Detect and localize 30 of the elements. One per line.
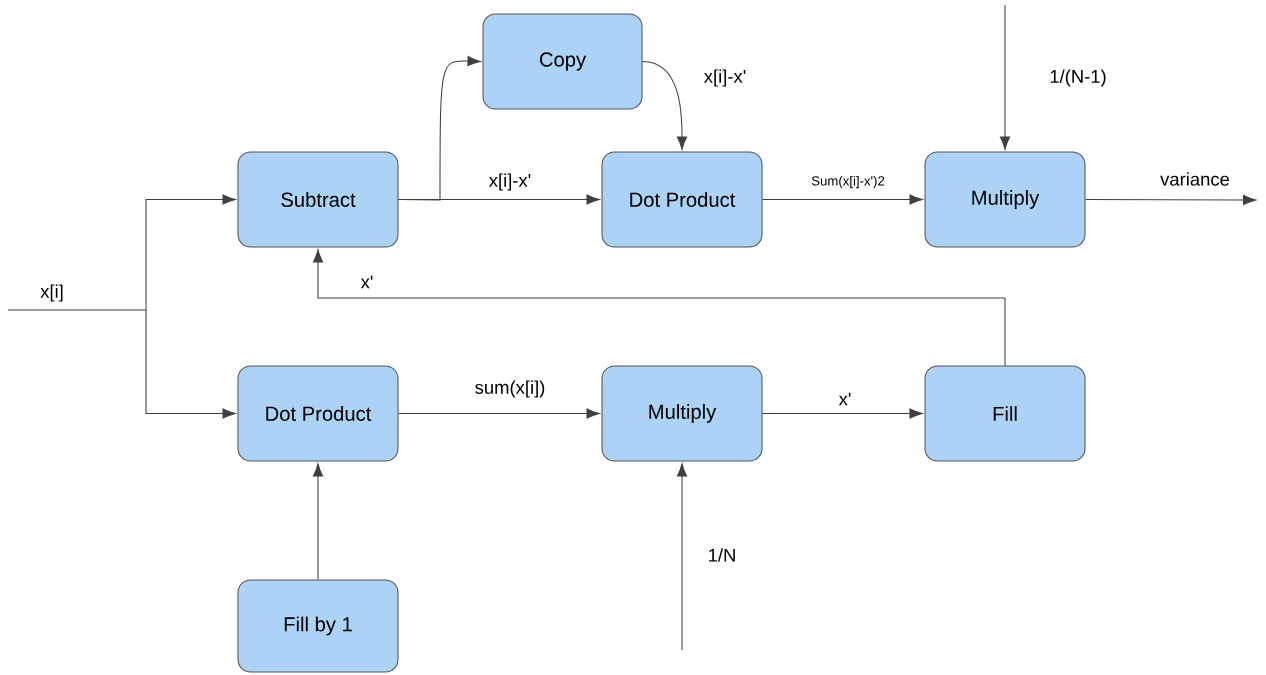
process-box: Dot Product xyxy=(601,151,763,248)
arrow xyxy=(398,408,600,419)
edge-label: x' xyxy=(836,390,854,408)
arrow xyxy=(1085,194,1257,206)
edge-label: variance xyxy=(1158,170,1232,188)
arrow xyxy=(999,4,1011,150)
process-box: Fill xyxy=(924,365,1086,462)
process-box: Multiply xyxy=(601,365,763,462)
edge-label: sum(x[i]) xyxy=(472,378,548,400)
process-box: Dot Product xyxy=(237,365,399,462)
arrow xyxy=(762,408,923,419)
arrow xyxy=(312,463,324,580)
edge-label: x[i]-x' xyxy=(487,171,533,193)
process-box: Copy xyxy=(482,13,643,110)
edge-label: x[i]-x' xyxy=(702,67,748,89)
edge-label: 1/N xyxy=(705,546,739,564)
arrow xyxy=(676,463,688,651)
process-box: Subtract xyxy=(237,151,399,248)
edge-label: 1/(N-1) xyxy=(1047,67,1109,89)
process-box: Fill by 1 xyxy=(237,579,399,673)
arrow xyxy=(7,194,236,311)
process-box: Multiply xyxy=(924,151,1086,248)
arrow xyxy=(762,194,923,205)
arrow xyxy=(312,249,1006,366)
arrow xyxy=(398,194,600,205)
edge-label: x[i] xyxy=(38,282,66,304)
arrow xyxy=(642,61,688,150)
edge-label: x' xyxy=(358,273,376,291)
arrow xyxy=(145,309,236,419)
edge-label: Sum(x[i]-x')2 xyxy=(809,174,887,190)
